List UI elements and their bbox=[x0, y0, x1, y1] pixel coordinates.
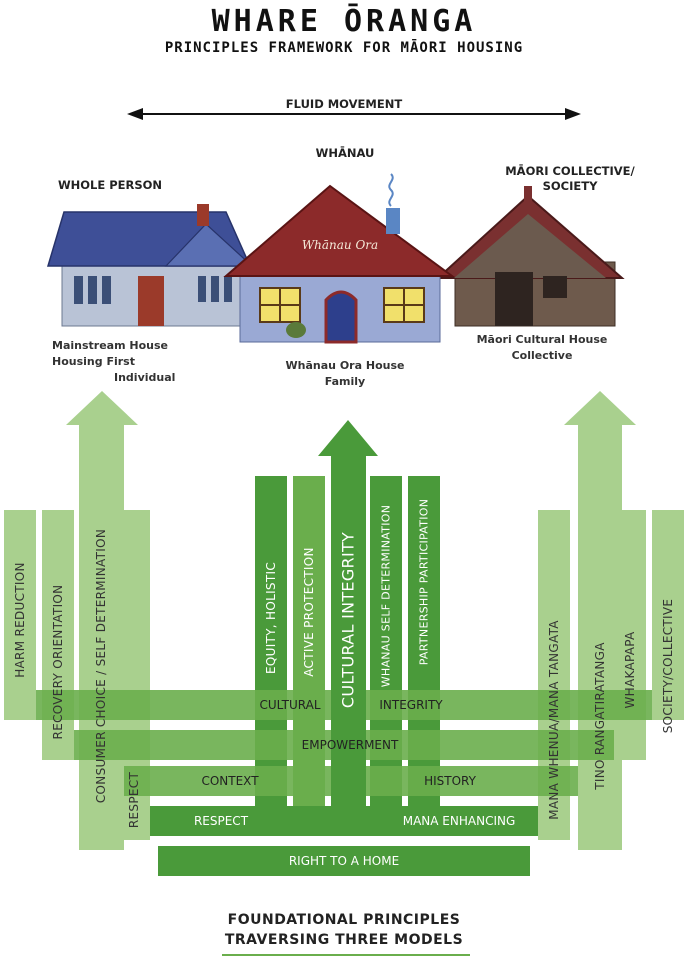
whanau-title: WHĀNAU bbox=[315, 146, 375, 160]
label-mana-whenua: MANA WHENUA/MANA TANGATA bbox=[547, 620, 561, 820]
label-recovery-orientation: RECOVERY ORIENTATION bbox=[51, 584, 65, 740]
fluid-movement-arrow bbox=[127, 108, 581, 120]
label-integrity: INTEGRITY bbox=[379, 698, 443, 712]
label-cultural: CULTURAL bbox=[259, 698, 321, 712]
footer-line-1: FOUNDATIONAL PRINCIPLES bbox=[227, 912, 461, 928]
label-respect-left: RESPECT bbox=[127, 771, 141, 829]
cultural-house-caption: Māori Cultural House Collective bbox=[462, 332, 622, 364]
hbar-respect-mana bbox=[150, 806, 538, 836]
whanau-ora-house-illustration bbox=[223, 173, 456, 344]
label-equity-holistic: EQUITY, HOLISTIC bbox=[264, 562, 278, 674]
label-right-to-home: RIGHT TO A HOME bbox=[288, 854, 400, 868]
label-mana-enhancing: MANA ENHANCING bbox=[402, 814, 516, 828]
footer-line-2: TRAVERSING THREE MODELS bbox=[224, 932, 464, 948]
label-respect-hbar: RESPECT bbox=[193, 814, 249, 828]
label-whakapapa: WHAKAPAPA bbox=[623, 631, 637, 709]
caption-mainstream-house: Mainstream House bbox=[52, 339, 168, 352]
caption-housing-first: Housing First bbox=[52, 355, 135, 368]
mainstream-house-caption: Mainstream House Housing First Individua… bbox=[52, 338, 182, 386]
label-history: HISTORY bbox=[424, 774, 476, 788]
label-cultural-integrity: CULTURAL INTEGRITY bbox=[338, 531, 358, 709]
maori-collective-title-line2: SOCIETY bbox=[542, 179, 598, 193]
label-context: CONTEXT bbox=[201, 774, 259, 788]
label-whanau-self-determination: WHANAU SELF DETERMINATION bbox=[379, 504, 393, 688]
page-title: WHARE ŌRANGA bbox=[211, 4, 477, 39]
page-subtitle: PRINCIPLES FRAMEWORK FOR MĀORI HOUSING bbox=[164, 40, 524, 56]
label-tino-rangatiratanga: TINO RANGATIRATANGA bbox=[593, 642, 607, 790]
whanau-ora-house-caption: Whānau Ora House Family bbox=[270, 358, 420, 390]
caption-whanau-ora-house: Whānau Ora House bbox=[285, 359, 405, 372]
label-empowerment: EMPOWERMENT bbox=[301, 738, 399, 752]
label-harm-reduction: HARM REDUCTION bbox=[13, 562, 27, 678]
maori-collective-title: MĀORI COLLECTIVE/ SOCIETY bbox=[490, 164, 650, 194]
mainstream-house-illustration bbox=[46, 204, 254, 327]
whanau-ora-roof-text: Whānau Ora bbox=[301, 238, 379, 252]
caption-individual: Individual bbox=[114, 371, 176, 384]
label-society-collective: SOCIETY/COLLECTIVE bbox=[661, 598, 675, 734]
label-active-protection: ACTIVE PROTECTION bbox=[302, 547, 316, 677]
caption-collective: Collective bbox=[511, 349, 573, 362]
fluid-movement-label: FLUID MOVEMENT bbox=[285, 97, 403, 111]
whole-person-title: WHOLE PERSON bbox=[57, 178, 163, 192]
label-partnership-participation: PARTNERSHIP PARTICIPATION bbox=[417, 498, 431, 666]
maori-collective-title-line1: MĀORI COLLECTIVE/ bbox=[505, 164, 635, 178]
caption-family: Family bbox=[324, 375, 366, 388]
bar-society-collective bbox=[652, 510, 684, 720]
caption-maori-cultural-house: Māori Cultural House bbox=[476, 333, 608, 346]
label-consumer-choice: CONSUMER CHOICE / SELF DETERMINATION bbox=[94, 528, 108, 804]
cultural-house-illustration bbox=[435, 186, 625, 327]
hbar-right-to-home bbox=[158, 846, 530, 876]
bar-harm-reduction bbox=[4, 510, 36, 720]
